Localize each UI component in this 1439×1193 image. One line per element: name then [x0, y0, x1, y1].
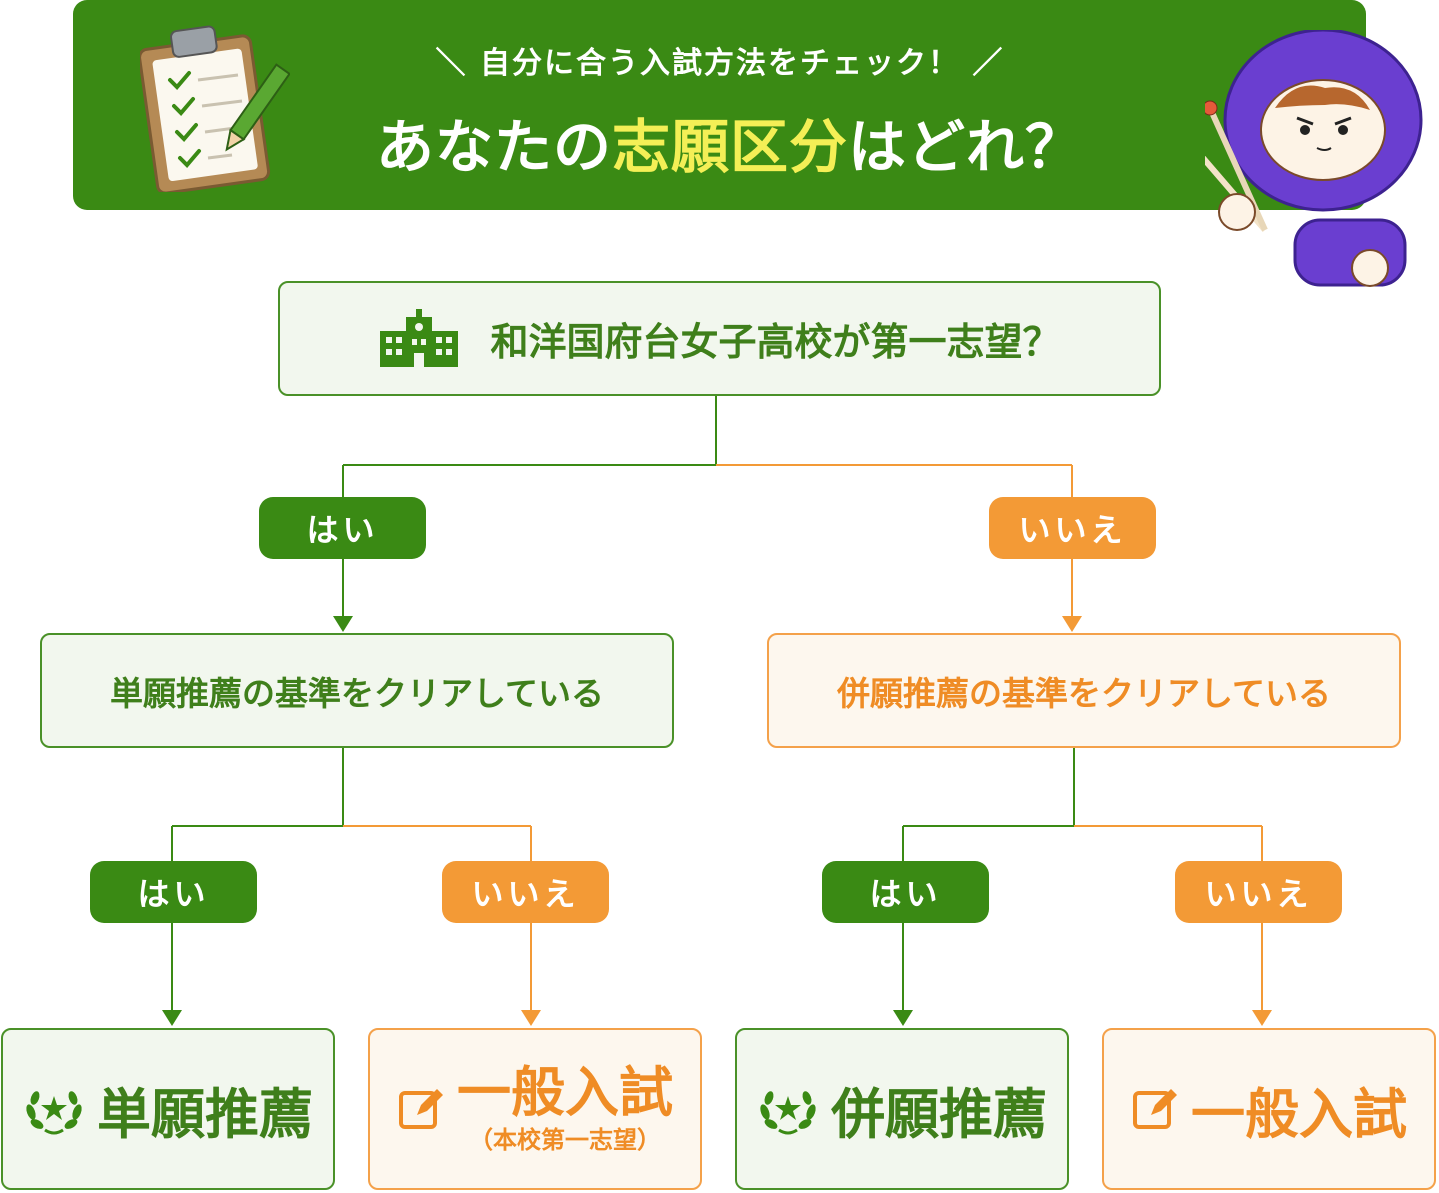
result-tangan-suisen-text: 単願推薦	[97, 1082, 313, 1146]
header-banner	[73, 0, 1366, 210]
yes-label-root: はい	[259, 497, 426, 559]
result-ippan-nyushi-text: 一般入試	[1191, 1082, 1407, 1146]
edit-note-icon	[1133, 1089, 1177, 1129]
header-subtitle: ＼ 自分に合う入試方法をチェック！ ／	[435, 46, 1005, 81]
result-heigan-suisen: 併願推薦	[735, 1028, 1069, 1190]
root-question-text: 和洋国府台女子高校が第一志望？	[490, 320, 1061, 364]
header-title-pre: あなたの	[375, 113, 612, 181]
result-ippan-nyushi: 一般入試	[1102, 1028, 1436, 1190]
school-building-icon	[380, 308, 459, 367]
clipboard-checklist-icon	[140, 25, 290, 192]
laurel-star-icon	[760, 1091, 816, 1135]
yes-label-right: はい	[822, 861, 989, 923]
left-question: 単願推薦の基準をクリアしている	[40, 633, 674, 748]
result-ippan-sub-text: （本校第一志望）	[469, 1125, 661, 1154]
right-question: 併願推薦の基準をクリアしている	[767, 633, 1401, 748]
header-title: あなたの志願区分はどれ？	[330, 100, 1130, 184]
result-heigan-suisen-text: 併願推薦	[831, 1082, 1047, 1146]
result-tangan-suisen: 単願推薦	[1, 1028, 335, 1190]
edit-note-icon	[399, 1089, 443, 1129]
no-label-right: いいえ	[1175, 861, 1342, 923]
ninja-mascot-icon	[1205, 30, 1423, 287]
header-title-post: はどれ？	[848, 113, 1085, 181]
laurel-star-icon	[26, 1091, 82, 1135]
header-title-highlight: 志願区分	[611, 113, 848, 181]
no-label-root: いいえ	[989, 497, 1156, 559]
root-question: 和洋国府台女子高校が第一志望？	[278, 281, 1161, 396]
no-label-left: いいえ	[442, 861, 609, 923]
result-ippan-nyushi-first-choice: 一般入試 （本校第一志望）	[368, 1028, 702, 1190]
result-ippan-main-text: 一般入試	[457, 1061, 673, 1125]
yes-label-left: はい	[90, 861, 257, 923]
